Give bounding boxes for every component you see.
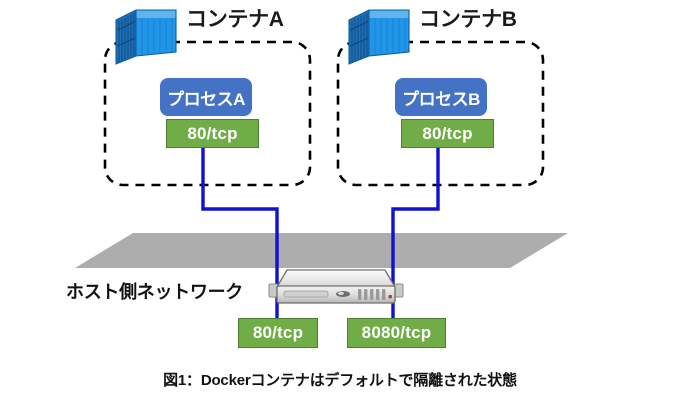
rack-server-icon-glyph bbox=[268, 269, 404, 304]
docker-container-icon bbox=[345, 6, 413, 68]
connector-container-b-to-host bbox=[391, 147, 440, 324]
host-network-label: ホスト側ネットワーク bbox=[66, 282, 243, 302]
docker-container-icon bbox=[112, 6, 180, 68]
container-b-port-box[interactable]: 80/tcp bbox=[401, 119, 494, 148]
host-network-plane bbox=[75, 233, 568, 268]
container-a-title: コンテナA bbox=[186, 8, 284, 31]
container-b-boundary bbox=[336, 40, 545, 187]
container-a-port-box[interactable]: 80/tcp bbox=[166, 119, 259, 148]
process-b-box[interactable]: プロセスB bbox=[395, 78, 487, 116]
figure-caption: 図1：Dockerコンテナはデフォルトで隔離された状態 bbox=[163, 372, 517, 389]
connector-container-a-to-host bbox=[201, 147, 279, 324]
rack-server-icon bbox=[268, 266, 404, 308]
host-port-8080-box[interactable]: 8080/tcp bbox=[347, 318, 446, 348]
host-port-80-box[interactable]: 80/tcp bbox=[238, 318, 318, 348]
docker-container-icon-glyph bbox=[348, 9, 410, 65]
container-b-title: コンテナB bbox=[419, 8, 517, 31]
container-a-boundary bbox=[103, 40, 312, 187]
process-a-box[interactable]: プロセスA bbox=[160, 78, 252, 116]
docker-container-icon-glyph bbox=[115, 9, 177, 65]
